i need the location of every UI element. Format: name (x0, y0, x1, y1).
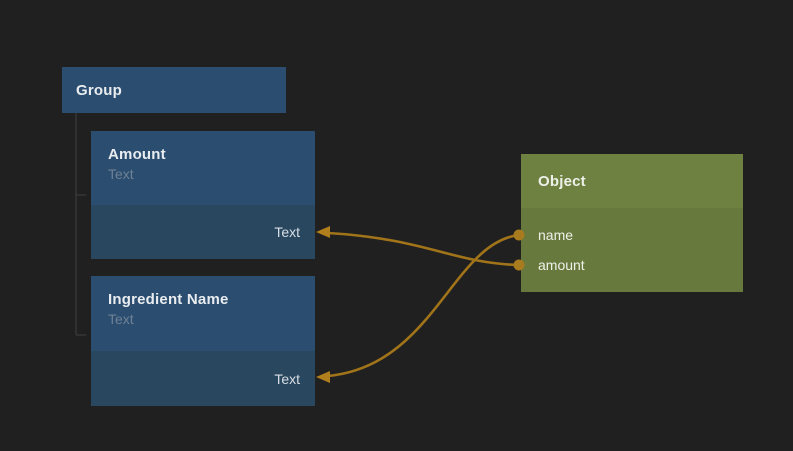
field-node-title: Ingredient Name (108, 291, 229, 308)
field-node-title: Amount (108, 146, 166, 163)
field-node-subtitle: Text (108, 311, 134, 327)
object-field-amount[interactable]: amount (538, 257, 585, 273)
object-node-title: Object (538, 172, 586, 190)
arrowhead-amount-text-icon (316, 226, 330, 238)
field-node-subtitle: Text (108, 166, 134, 182)
output-port-label: Text (274, 224, 300, 240)
field-node-ingredient-name-header[interactable]: Ingredient Name Text (91, 276, 315, 351)
object-field-name[interactable]: name (538, 227, 574, 243)
edge-name-to-ingredient-text[interactable] (326, 233, 521, 378)
field-node-ingredient-name-output-port-row[interactable]: Text (91, 351, 315, 406)
group-node[interactable]: Group (62, 67, 286, 113)
object-node-header[interactable]: Object (521, 154, 743, 208)
field-node-amount[interactable]: Amount Text Text (91, 131, 315, 259)
object-node[interactable]: Object name amount (521, 154, 743, 292)
field-node-amount-header[interactable]: Amount Text (91, 131, 315, 205)
edge-amount-to-amount-text[interactable] (326, 231, 521, 267)
arrowhead-ingredient-text-icon (316, 371, 330, 383)
object-node-body: name amount (521, 208, 743, 292)
field-node-ingredient-name[interactable]: Ingredient Name Text Text (91, 276, 315, 406)
output-port-label: Text (274, 370, 300, 387)
group-node-title: Group (76, 81, 122, 99)
field-node-amount-output-port-row[interactable]: Text (91, 205, 315, 259)
